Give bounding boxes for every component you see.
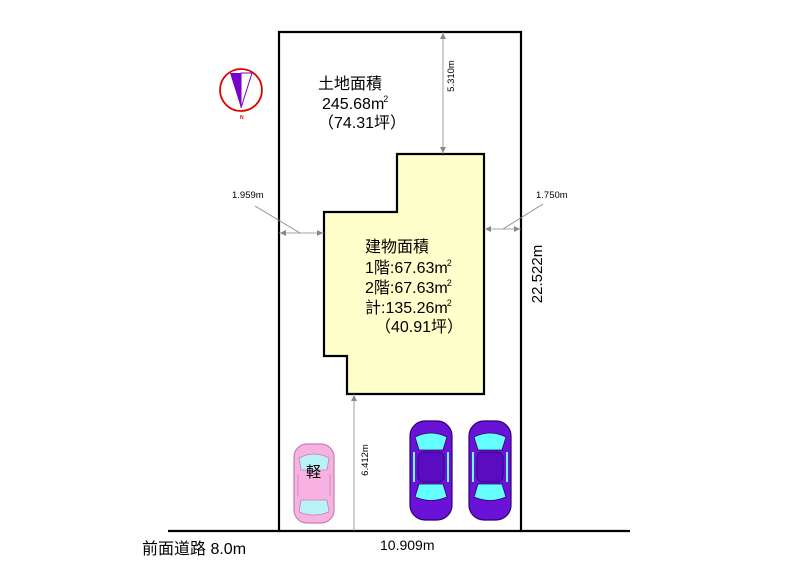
right-setback-label: 1.750m <box>536 190 568 201</box>
north-compass-icon <box>219 68 263 112</box>
top-setback-label: 5.310m <box>445 60 457 92</box>
left-setback-arrow-left <box>280 230 286 236</box>
building-total-area: 計:135.26m2 <box>365 298 452 317</box>
top-setback-arrow-up <box>440 33 446 39</box>
bottom-setback-arrow-up <box>351 395 357 401</box>
right-setback-arrow-left <box>485 226 491 232</box>
lot-frontage-label: 10.909m <box>380 537 435 553</box>
lot-boundary <box>277 30 523 531</box>
left-setback-leader <box>254 205 301 234</box>
building-floor1-area: 1階:67.63m2 <box>365 258 452 277</box>
compass-north-label: N <box>240 115 244 121</box>
land-area-title: 土地面積 <box>318 76 383 93</box>
kei-car-label: 軽 <box>306 464 322 481</box>
front-road-label: 前面道路 8.0m <box>142 541 247 558</box>
left-setback-label: 1.959m <box>232 190 264 201</box>
lot-depth-label: 22.522m <box>528 244 546 304</box>
car-icon <box>409 420 453 521</box>
top-setback-arrow-down <box>440 147 446 153</box>
kei-car-icon <box>293 443 335 524</box>
land-area-value: 245.68m2 <box>322 94 389 113</box>
building-footprint <box>322 152 486 396</box>
bottom-setback-label: 6.412m <box>359 444 371 476</box>
building-area-tsubo: （40.91坪） <box>375 319 464 336</box>
left-setback-arrow-right <box>317 230 323 236</box>
car-icon <box>468 420 512 521</box>
right-setback-leader <box>502 203 544 230</box>
building-area-title: 建物面積 <box>365 239 430 256</box>
building-floor2-area: 2階:67.63m2 <box>365 278 452 297</box>
land-area-tsubo: （74.31坪） <box>318 115 407 132</box>
right-setback-arrow-right <box>514 226 520 232</box>
